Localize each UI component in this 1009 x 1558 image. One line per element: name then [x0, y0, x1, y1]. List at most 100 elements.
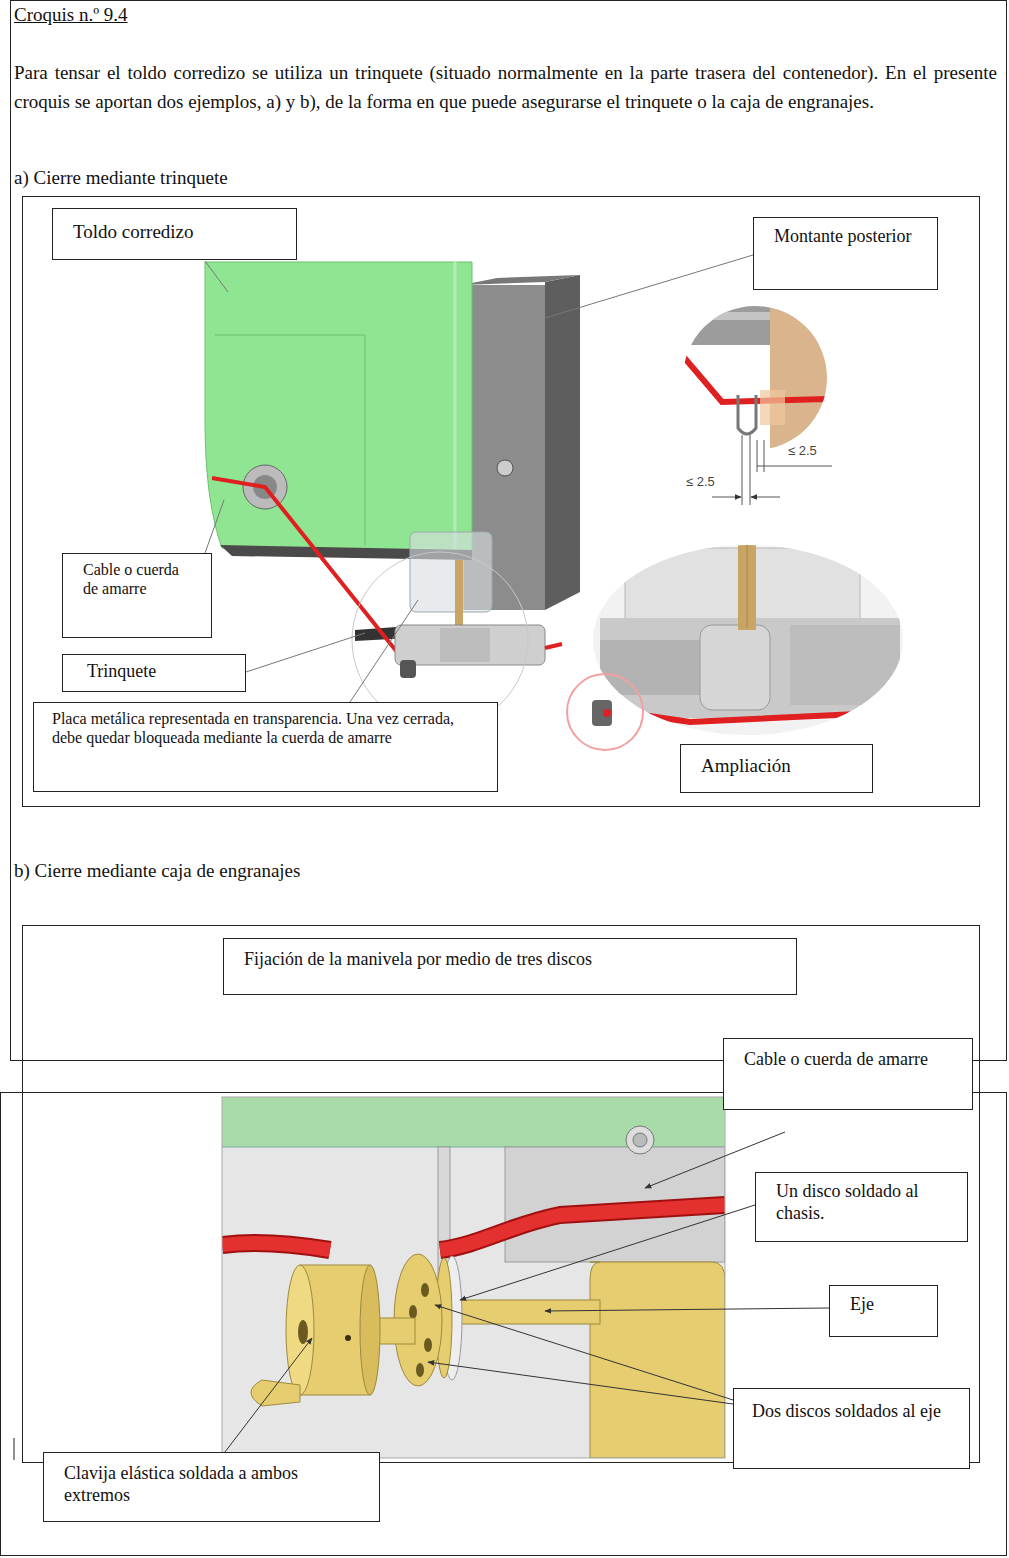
bolt-core	[633, 1133, 647, 1147]
dimension-line	[742, 435, 743, 505]
collar-face	[360, 1265, 380, 1395]
dimension-line	[751, 497, 780, 498]
shaft	[450, 1300, 600, 1324]
page-frame	[11, 1, 1007, 1061]
curtain-fold	[215, 335, 365, 545]
gearbox	[590, 1262, 725, 1458]
callout-text: Toldo corredizo	[73, 221, 276, 244]
callout-box: Eje	[829, 1285, 938, 1337]
ratchet-wheel	[440, 628, 490, 662]
collar-face	[286, 1265, 314, 1395]
dimension-line	[757, 440, 758, 472]
callout-text: Fijación de la manivela por medio de tre…	[244, 949, 776, 971]
ratchet-body	[600, 618, 900, 718]
post-top	[462, 275, 580, 285]
callout-text: Clavija elástica soldada a ambos extremo…	[64, 1463, 359, 1506]
page-frame	[1, 1093, 1007, 1556]
dimension-label: ≤ 2.5	[684, 474, 717, 489]
enlargement	[590, 545, 910, 735]
cable-end	[400, 660, 416, 678]
cable-outline	[222, 1205, 725, 1250]
curtain-crease	[454, 262, 457, 552]
rail-highlight	[680, 312, 840, 320]
leader-line	[205, 500, 224, 553]
wood-floor	[770, 300, 850, 460]
pin-hole	[298, 1320, 308, 1344]
dimension-line	[712, 497, 741, 498]
callout-box: Montante posterior	[753, 217, 938, 290]
callout-box: Cable o cuerda de amarre	[62, 553, 212, 638]
crank-pin	[251, 1380, 300, 1406]
callout-text: Placa metálica representada en transpare…	[52, 709, 479, 747]
gearbox-picture	[222, 1097, 725, 1458]
leader-line	[205, 261, 228, 292]
callout-text: Montante posterior	[774, 226, 917, 248]
callout-text: Ampliación	[701, 755, 852, 778]
shaft-stripe	[747, 545, 748, 628]
highlight-circle	[567, 674, 643, 750]
callout-text: Dos discos soldados al eje	[752, 1401, 951, 1423]
picture-border	[222, 1097, 725, 1458]
ratchet-shaft	[738, 545, 756, 630]
leader-line	[435, 1305, 733, 1400]
callout-text: Cable o cuerda de amarre	[744, 1049, 952, 1071]
tie-cable	[222, 1205, 725, 1250]
ratchet	[395, 625, 545, 665]
plate-edge	[760, 390, 785, 425]
section-frame	[23, 926, 980, 1463]
callout-box: Cable o cuerda de amarre	[723, 1038, 973, 1110]
picture-ground	[222, 1097, 725, 1458]
dimension-line	[757, 466, 832, 467]
callout-box: Trinquete	[62, 654, 246, 692]
u-bracket	[738, 395, 756, 434]
transparent-plate	[410, 532, 492, 612]
callout-text: Trinquete	[87, 661, 221, 683]
leader-line	[225, 1338, 312, 1452]
bolt	[626, 1126, 654, 1154]
leader-line	[460, 1205, 755, 1300]
post-side	[545, 275, 580, 610]
dimension-label: ≤ 2.5	[786, 443, 819, 458]
callout-text: Un disco soldado al chasis.	[776, 1181, 947, 1224]
callout-box: Fijación de la manivela por medio de tre…	[223, 938, 797, 995]
tie-cable	[545, 644, 562, 648]
highlight-dot	[603, 709, 611, 717]
callout-text: Cable o cuerda de amarre	[83, 560, 191, 598]
callout-box: Toldo corredizo	[52, 208, 297, 260]
bolt	[497, 460, 513, 476]
leader-line	[246, 633, 365, 672]
callout-box: Clavija elástica soldada a ambos extremo…	[43, 1452, 380, 1522]
disc-hole	[416, 1363, 424, 1377]
leader-line	[545, 255, 753, 318]
rail	[680, 300, 840, 345]
callout-box: Ampliación	[680, 744, 873, 793]
callout-box: Dos discos soldados al eje	[733, 1388, 970, 1469]
sketch-title: Croquis n.º 9.4	[14, 4, 128, 26]
callout-text: Eje	[850, 1294, 917, 1316]
dimension-line	[764, 440, 765, 472]
ratchet-shaft	[455, 560, 463, 630]
tie-cable	[212, 478, 405, 662]
section-heading: b) Cierre mediante caja de engranajes	[14, 860, 300, 882]
dimension-line	[750, 435, 751, 505]
leader-line	[545, 1308, 829, 1311]
tie-cable	[595, 708, 900, 722]
stray-mark	[14, 1438, 15, 1460]
leader-line	[350, 600, 418, 702]
leader-line	[428, 1362, 733, 1404]
callout-box: Un disco soldado al chasis.	[755, 1172, 968, 1242]
disc-hole	[421, 1283, 429, 1297]
ratchet-block	[790, 625, 900, 705]
sliding-curtain	[205, 262, 472, 552]
zoom-ground	[590, 545, 910, 735]
disc-hole	[424, 1338, 432, 1352]
section-heading: a) Cierre mediante trinquete	[14, 167, 228, 189]
pin-dot	[345, 1335, 351, 1341]
ratchet-wheel	[700, 625, 770, 710]
intro-paragraph: Para tensar el toldo corredizo se utiliz…	[14, 58, 997, 116]
cable-end	[592, 700, 612, 726]
detail-zoom	[665, 300, 860, 460]
section-frame	[23, 197, 980, 807]
disc-hole	[409, 1305, 417, 1319]
